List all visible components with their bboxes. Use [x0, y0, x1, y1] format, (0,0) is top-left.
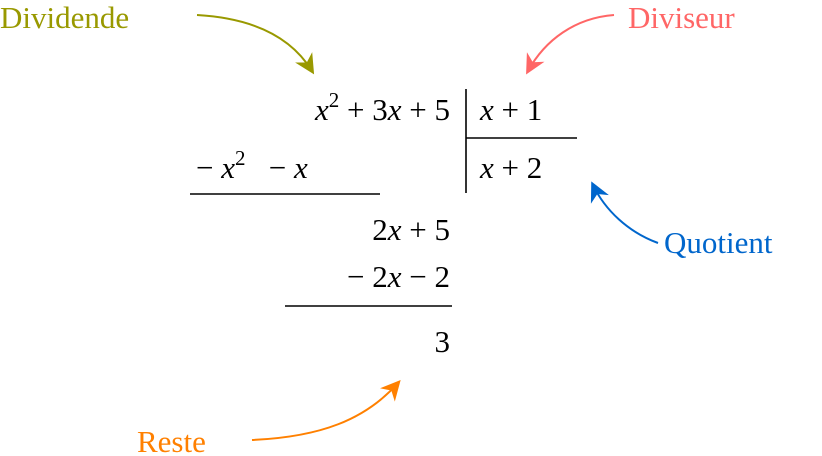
quotient-expression: x + 2 [479, 150, 542, 185]
divisor-expression: x + 1 [479, 92, 542, 127]
quotient-label: Quotient [664, 225, 773, 260]
divisor-arrow [526, 14, 615, 75]
dividend-label: Dividende [0, 0, 129, 35]
remainder-label: Reste [137, 424, 206, 456]
dividend-arrow [196, 14, 315, 75]
dividend-expression: x2 + 3x + 5 [314, 88, 450, 127]
divisor-label: Diviseur [628, 0, 735, 35]
subtraction-step-2: − 2x − 2 [347, 259, 450, 294]
subtraction-step-1: − x2 − x [196, 146, 308, 185]
partial-remainder: 2x + 5 [372, 212, 450, 247]
remainder-value: 3 [435, 324, 451, 359]
quotient-arrow [590, 181, 659, 244]
remainder-arrow [251, 380, 401, 441]
